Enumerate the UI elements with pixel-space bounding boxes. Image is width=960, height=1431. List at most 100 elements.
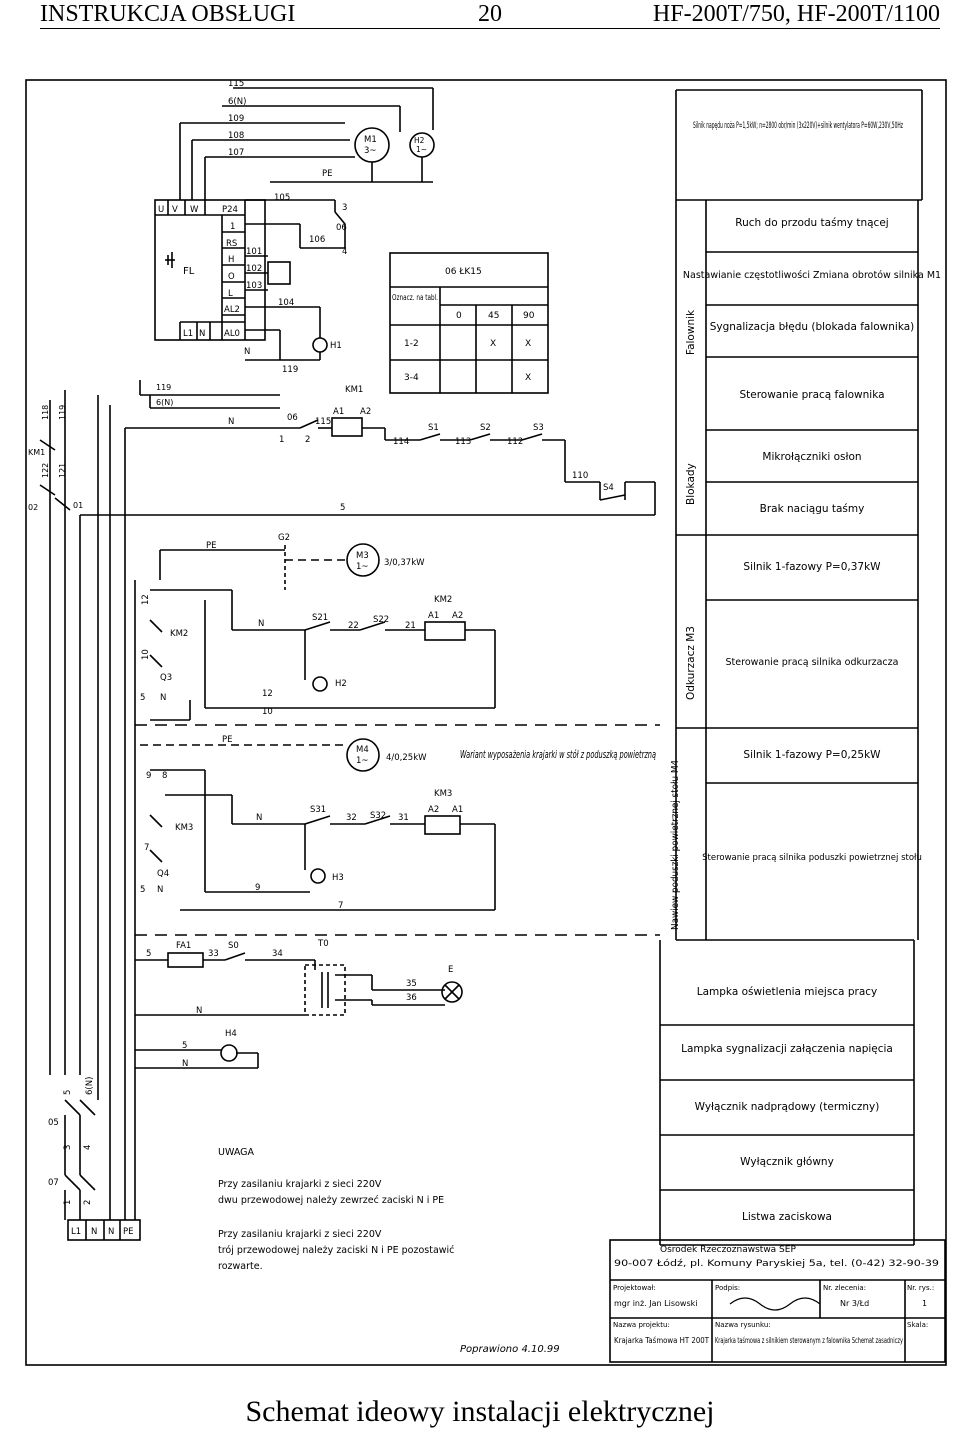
note-line-3: Przy zasilaniu krajarki z sieci 220V (218, 1229, 382, 1240)
fa1-label: FA1 (176, 941, 191, 951)
ts-l1: L1 (71, 1227, 81, 1237)
h1-label: H1 (330, 341, 342, 351)
label-voltage-lamp: Lampka sygnalizacji załączenia napięcia (681, 1043, 893, 1055)
header-right: HF-200T/750, HF-200T/1100 (652, 1, 940, 27)
tb-h-order: Nr. zlecenia: (823, 1284, 866, 1292)
label-microswitches: Mikrołączniki osłon (762, 451, 861, 463)
m4-power: 4/0,25kW (386, 753, 427, 763)
table-col-45: 45 (488, 311, 499, 321)
tb-org1: Ośrodek Rzeczoznawstwa SEP (660, 1244, 796, 1255)
sw-w6n: 6(N) (85, 1077, 95, 1095)
sw-05: 05 (48, 1118, 59, 1128)
h2-label: H2 (414, 136, 425, 145)
term-v: V (172, 205, 178, 215)
km2-contact: KM2 (170, 629, 188, 639)
sw-w2: 2 (83, 1200, 93, 1205)
label-inverter-control: Sterowanie pracą falownika (739, 389, 884, 401)
w-105: 105 (274, 193, 290, 203)
table-col-0: 0 (456, 311, 462, 321)
w-36: 36 (406, 993, 417, 1003)
s4-label: S4 (603, 483, 614, 493)
km3-w9: 9 (146, 771, 151, 781)
wire-110: 110 (572, 471, 588, 481)
table-cell-2-90: X (525, 373, 531, 383)
km3-w5: 5 (140, 885, 145, 895)
w-06: 06 (336, 223, 347, 233)
sw-w5: 5 (63, 1090, 73, 1095)
page-number: 20 (478, 1, 502, 27)
label-vacuum-control: Sterowanie pracą silnika odkurzacza (726, 657, 899, 668)
title-block (609, 1239, 946, 1363)
motor-m4 (346, 738, 380, 772)
wire-5-label: 5 (340, 503, 345, 513)
tb-h-drawing: Nazwa rysunku: (715, 1321, 771, 1329)
h3-lamp-label: H3 (332, 873, 344, 883)
note-line-4: trój przewodowej należy zaciski N i PE p… (218, 1245, 454, 1256)
w-101: 101 (246, 247, 262, 257)
tb-drawing: Krajarka taśmowa z silnikiem sterowanym … (715, 1335, 903, 1345)
note-line-2: dwu przewodowej należy zewrzeć zaciski N… (218, 1195, 444, 1206)
term-al0: AL0 (224, 329, 240, 339)
cl-114: 114 (393, 437, 409, 447)
label-terminal-strip: Listwa zaciskowa (742, 1211, 832, 1223)
sw-w1: 1 (63, 1200, 73, 1205)
label-motor-m4: Silnik 1-fazowy P=0,25kW (743, 749, 881, 761)
lamp-e (441, 981, 463, 1003)
table-col-90: 90 (523, 311, 535, 321)
table-cell-1-45: X (490, 339, 496, 349)
term-l: L (228, 289, 233, 299)
motor-m3 (346, 543, 380, 577)
left-busbars (39, 380, 151, 1220)
label-frequency: Nastawianie częstotliwości Zmiana obrotó… (683, 270, 941, 281)
label-motor-m3: Silnik 1-fazowy P=0,37kW (743, 561, 881, 573)
sw-07: 07 (48, 1178, 59, 1188)
contact-01: 01 (73, 501, 83, 510)
km3-w7: 7 (144, 843, 149, 853)
m4-label: M4 (356, 745, 369, 755)
electrical-schematic: Silnik napędu noża P=1,5kW; n=2800 obr/m… (25, 79, 947, 1366)
w-34: 34 (272, 949, 283, 959)
q3-label: Q3 (160, 673, 172, 683)
km2-n: N (258, 619, 264, 629)
label-m1-line1: Silnik napędu noża P=1,5kW; n=2800 obr/m… (693, 121, 903, 131)
term-p24: P24 (222, 205, 238, 215)
w-104: 104 (278, 298, 294, 308)
lamp-h1 (312, 337, 328, 353)
page-header: INSTRUKCJA OBSŁUGI 20 HF-200T/750, HF-20… (40, 0, 940, 29)
cl-1: 1 (279, 435, 284, 445)
lamp-wn: N (196, 1006, 202, 1016)
km3-contact: KM3 (175, 823, 193, 833)
selector-table (389, 252, 549, 394)
vlabel-falownik: Falownik (685, 309, 697, 355)
s31-label: S31 (310, 805, 326, 815)
transformer-t0 (304, 964, 346, 1016)
m3-phase: 1~ (356, 562, 369, 572)
km3-a2: A2 (428, 805, 439, 815)
label-main-switch: Wyłącznik główny (740, 1156, 834, 1168)
tb-h-project: Nazwa projektu: (613, 1321, 670, 1329)
w-3: 3 (342, 203, 347, 213)
term-n: N (199, 329, 205, 339)
contact-118: 118 (41, 405, 50, 420)
cl-113: 113 (455, 437, 471, 447)
wire-107: 107 (228, 148, 244, 158)
ts-n1: N (91, 1227, 97, 1237)
tb-h-sheet2: Skala: (907, 1321, 928, 1329)
h4-wn: N (182, 1059, 188, 1069)
label-forward-belt: Ruch do przodu taśmy tnącej (735, 217, 888, 229)
vlabel-nawiew: Nawiew poduszki powietrznej stołu M4 (670, 760, 681, 930)
ts-pe: PE (123, 1227, 134, 1237)
lamp-h3 (310, 868, 326, 884)
inverter-label: FL (183, 266, 195, 277)
motor-section (179, 87, 435, 200)
wire-6n: 6(N) (228, 97, 246, 107)
w-10b: 10 (262, 707, 273, 717)
h2-lamp-label: H2 (335, 679, 347, 689)
wire-109: 109 (228, 114, 244, 124)
km2-w12: 12 (141, 594, 151, 605)
km2-a2: A2 (452, 611, 463, 621)
wire-6nb: 6(N) (156, 398, 173, 407)
h2-phase: 1~ (416, 145, 427, 154)
w-119: 119 (282, 365, 298, 375)
m4-circuit (140, 738, 496, 911)
